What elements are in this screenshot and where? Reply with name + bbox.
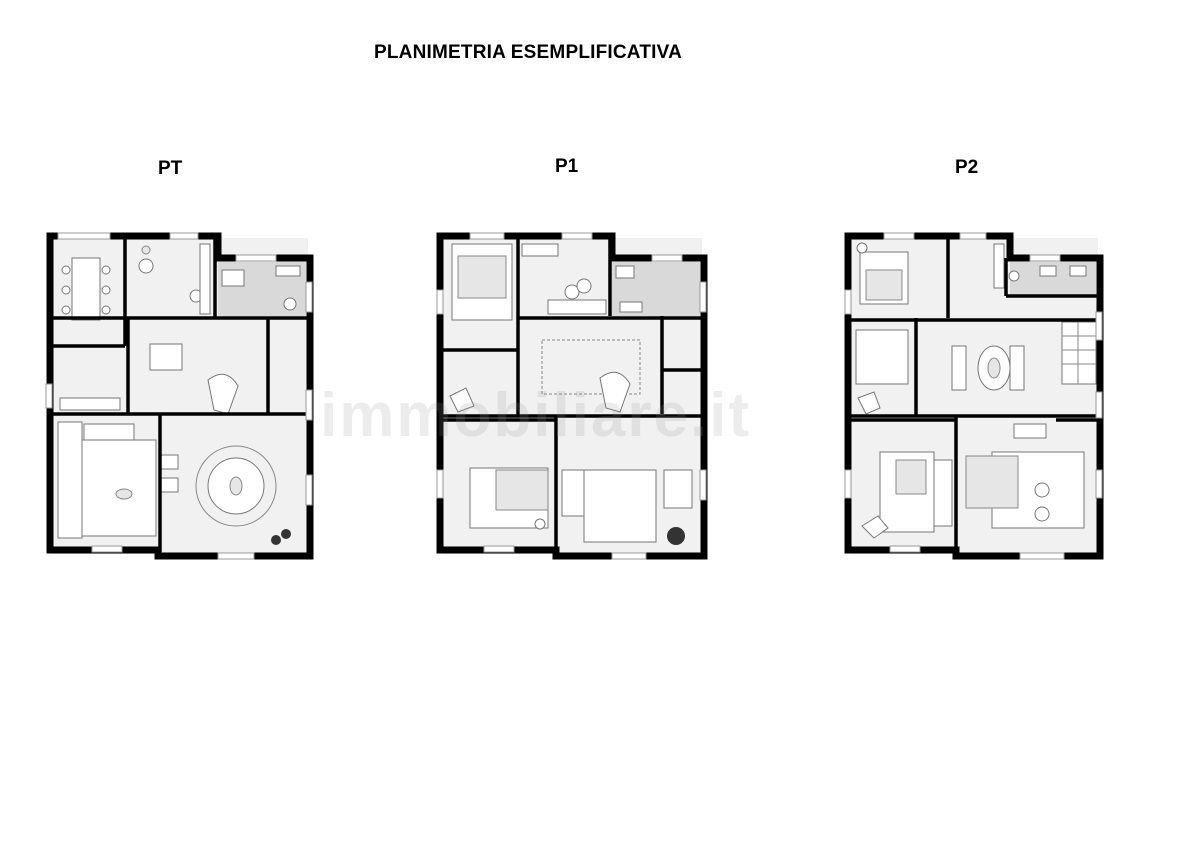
plan-title: PLANIMETRIA ESEMPLIFICATIVA: [374, 42, 682, 63]
floor-label-p2: P2: [955, 157, 979, 178]
floor-plan-pt: [45, 232, 314, 560]
floor-label-p1: P1: [555, 156, 579, 177]
floor-plan-p2: [844, 232, 1104, 560]
staircase-p2: [1061, 321, 1097, 385]
watermark: immobiliare.it: [320, 381, 752, 450]
dining-table-pt: [61, 257, 111, 321]
floor-label-pt: PT: [158, 158, 183, 179]
floor-plan-p1: [436, 232, 708, 560]
round-table-pt: [195, 445, 277, 527]
dining-table-p2: [951, 345, 1025, 391]
